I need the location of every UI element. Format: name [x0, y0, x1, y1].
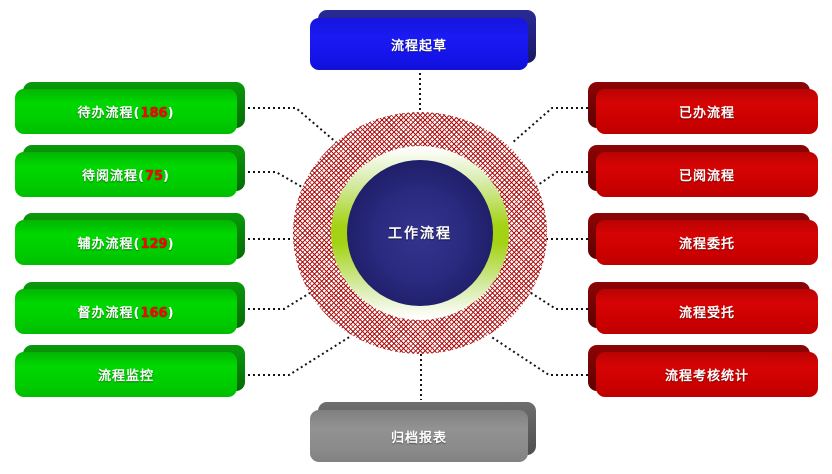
- button-label: 已办流程: [678, 106, 735, 121]
- button-label: 流程起草: [390, 38, 447, 54]
- button-flow-entrusted[interactable]: 流程受托: [588, 282, 818, 334]
- button-read-flows[interactable]: 已阅流程: [588, 145, 818, 197]
- count-badge: 75: [144, 169, 164, 184]
- button-label: 已阅流程: [678, 169, 735, 184]
- button-label: 待阅流程(75): [81, 169, 170, 184]
- button-supervise-flows[interactable]: 督办流程(166): [15, 282, 245, 334]
- center-circle[interactable]: 工作流程: [347, 160, 493, 306]
- button-face: 督办流程(166): [15, 289, 237, 334]
- connector-line: [243, 107, 338, 144]
- button-label: 归档报表: [390, 430, 447, 446]
- button-label: 督办流程(166): [77, 306, 175, 321]
- button-label: 辅办流程(129): [77, 237, 175, 252]
- connector-line: [489, 335, 593, 376]
- button-face: 归档报表: [310, 410, 528, 462]
- button-unread-flows[interactable]: 待阅流程(75): [15, 145, 245, 197]
- count-badge: 166: [140, 306, 168, 321]
- button-archive-reports[interactable]: 归档报表: [310, 402, 536, 462]
- connector-line: [511, 107, 593, 144]
- connector-line: [243, 171, 310, 192]
- button-label: 流程委托: [678, 237, 735, 252]
- button-face: 流程考核统计: [596, 352, 818, 397]
- button-assist-flows[interactable]: 辅办流程(129): [15, 213, 245, 265]
- center-label: 工作流程: [388, 226, 452, 242]
- count-badge: 186: [140, 106, 168, 121]
- button-pending-flows[interactable]: 待办流程(186): [15, 82, 245, 134]
- button-face: 待办流程(186): [15, 89, 237, 134]
- connector-line: [243, 290, 314, 310]
- button-label: 流程监控: [97, 369, 154, 384]
- button-flow-draft[interactable]: 流程起草: [310, 10, 536, 70]
- button-flow-monitor[interactable]: 流程监控: [15, 345, 245, 397]
- count-badge: 129: [140, 237, 168, 252]
- connector-line: [527, 290, 593, 310]
- button-face: 流程受托: [596, 289, 818, 334]
- button-face: 待阅流程(75): [15, 152, 237, 197]
- button-face: 辅办流程(129): [15, 220, 237, 265]
- button-label: 流程受托: [678, 306, 735, 321]
- button-label: 待办流程(186): [77, 106, 175, 121]
- button-done-flows[interactable]: 已办流程: [588, 82, 818, 134]
- connector-line: [243, 335, 352, 376]
- connector-line: [531, 171, 593, 190]
- button-flow-assessment-stats[interactable]: 流程考核统计: [588, 345, 818, 397]
- button-flow-delegate[interactable]: 流程委托: [588, 213, 818, 265]
- button-face: 已办流程: [596, 89, 818, 134]
- button-face: 流程监控: [15, 352, 237, 397]
- button-face: 流程委托: [596, 220, 818, 265]
- button-face: 已阅流程: [596, 152, 818, 197]
- button-label: 流程考核统计: [664, 369, 749, 384]
- button-face: 流程起草: [310, 18, 528, 70]
